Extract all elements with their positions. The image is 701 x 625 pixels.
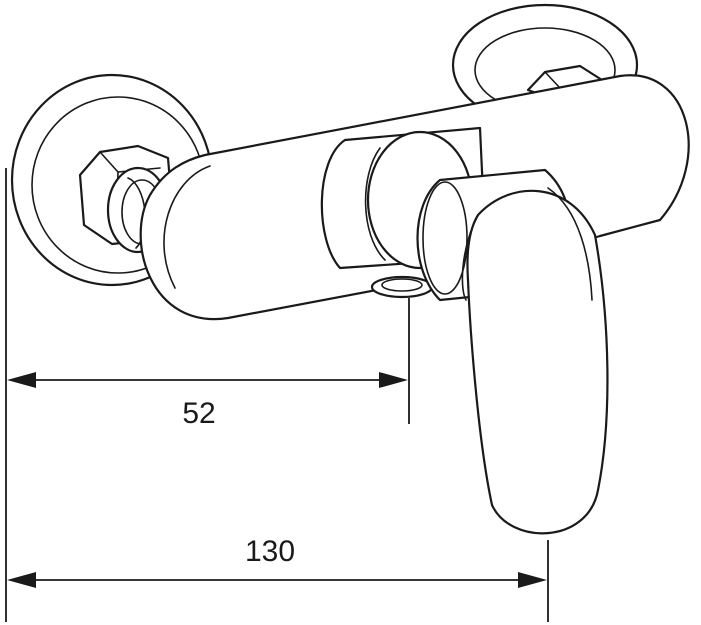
arrow-left-icon [7,572,36,588]
shower-outlet [370,275,434,299]
dimension-52: 52 [7,372,408,430]
dimension-130: 130 [7,535,547,588]
lever-handle [461,187,609,535]
dimension-label-130: 130 [245,535,295,568]
arrow-left-icon [7,372,36,388]
dimension-label-52: 52 [182,397,215,430]
dimension-lines: 52 130 [5,168,549,622]
arrow-right-icon [379,372,408,388]
arrow-right-icon [518,572,547,588]
